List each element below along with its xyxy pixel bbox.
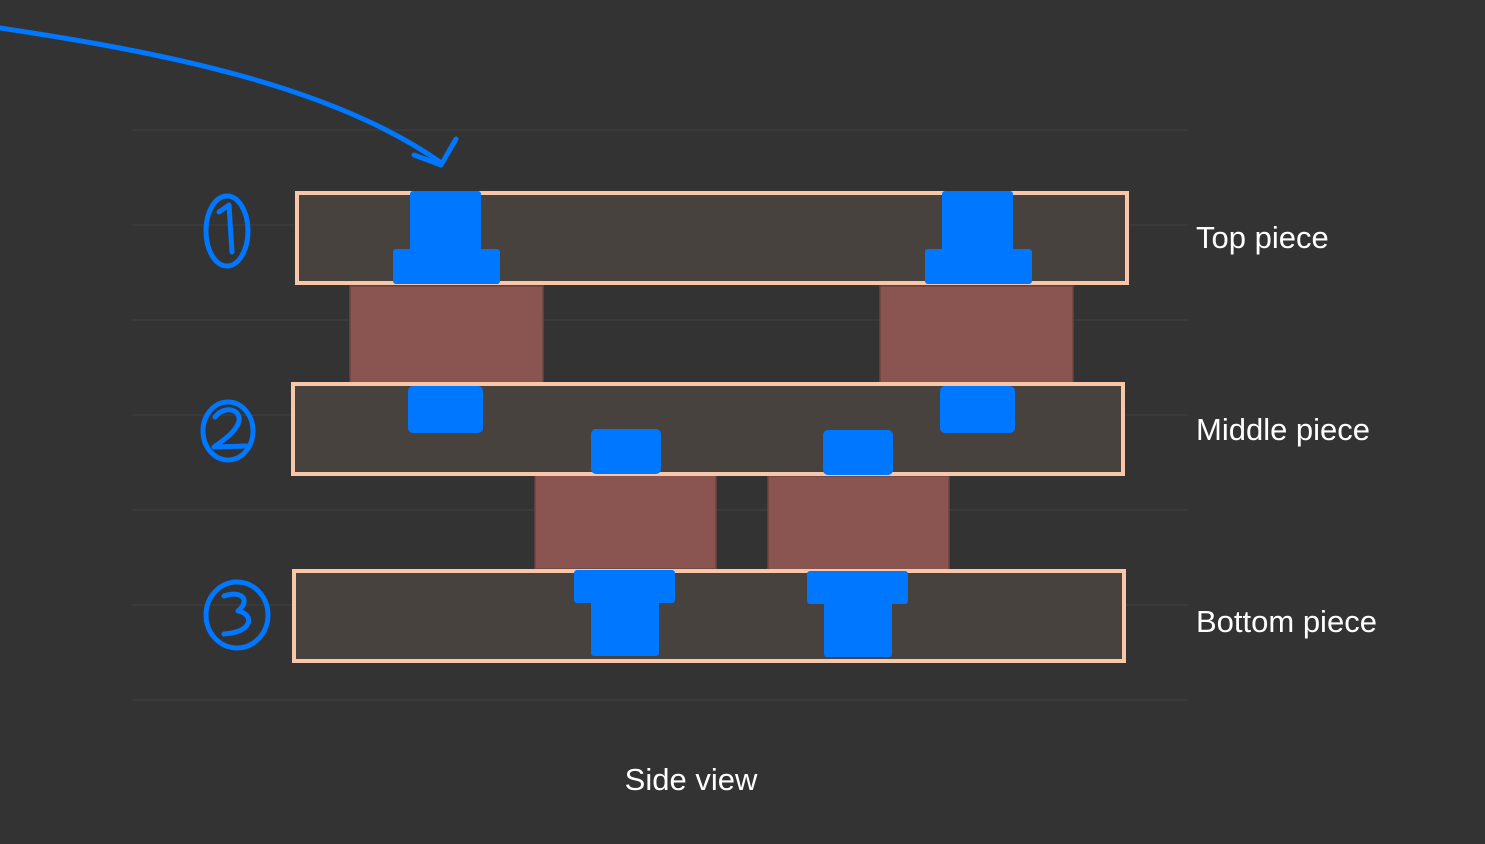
nut [591,429,661,474]
spacer-block-lower-right [767,475,950,571]
label-bottom-piece: Bottom piece [1196,604,1377,639]
bolt-head [925,249,1032,284]
label-middle-piece: Middle piece [1196,412,1370,447]
bolt-head [807,571,908,604]
diagram-caption: Side view [625,762,758,797]
fasteners [393,191,1032,657]
circled-number-3-icon [203,579,271,651]
label-top-piece: Top piece [1196,220,1329,255]
nut [823,430,893,475]
board-bottom [292,569,1126,663]
nut [940,386,1015,433]
nut [408,386,483,433]
arrow-curve [0,25,443,165]
piece-numbers [200,193,271,651]
spacer-block-upper-left [349,285,544,386]
bolt-head [393,249,500,284]
bolt-shank [942,191,1013,256]
spacer-block-upper-right [879,285,1074,386]
spacers [349,285,1074,571]
annotation-arrow [0,25,459,168]
circled-number-2-icon [200,399,256,463]
bolt-shank [824,598,892,657]
bolt-head [574,570,675,603]
bolt-shank [410,191,481,256]
circled-number-1-icon [203,193,251,269]
arrow-head [411,136,459,168]
spacer-block-lower-left [534,474,717,570]
bolt-shank [591,598,659,656]
